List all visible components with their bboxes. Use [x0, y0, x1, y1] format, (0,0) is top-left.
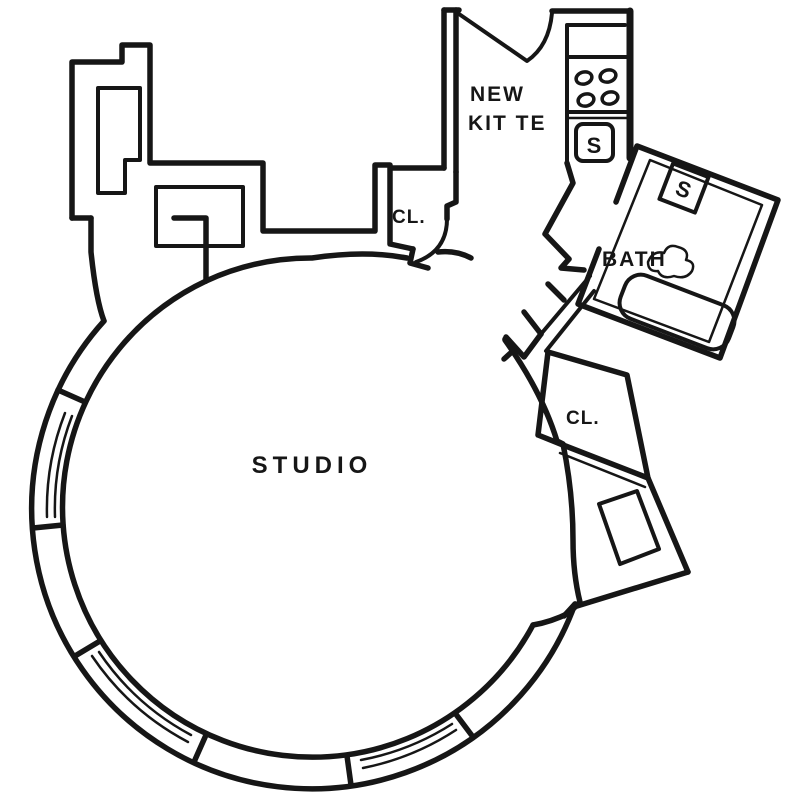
bath-sink-label: S: [672, 175, 695, 204]
wall-segment-divider: [191, 732, 209, 765]
kitchen-counter-outline: [565, 23, 627, 165]
wall-segment-divider: [72, 638, 103, 659]
closet1-label: CL.: [392, 207, 426, 228]
window-arc: [90, 654, 190, 744]
wall-segment-divider: [452, 710, 476, 740]
stove-burner-icon: [600, 90, 620, 106]
entrance-side-rect: [154, 185, 245, 248]
closet1-walls: [387, 165, 447, 252]
kitchen-sink: [574, 122, 615, 163]
bath-sink: [657, 161, 711, 215]
vestibule-wall: [545, 281, 567, 303]
window-arc: [359, 722, 454, 762]
studio-inner-wall-arc: [59, 278, 536, 760]
kitchen-label-line1: NEW: [470, 83, 525, 106]
corridor-wall: [171, 215, 209, 284]
bath-label: BATH: [602, 248, 667, 271]
wall-segment-divider: [55, 387, 88, 405]
closet2-door-jamb: [501, 336, 517, 362]
annex-inner-rect: [597, 489, 661, 566]
wall-segment-divider: [344, 753, 354, 788]
bath-outer-walls: [575, 143, 781, 361]
kitchen-bottom-wall: [542, 160, 576, 262]
kitchen-label-line2: KIT TE: [468, 112, 547, 135]
stove-burner-icon: [574, 70, 594, 86]
window-arc: [97, 650, 193, 737]
annex-bottom-wall: [574, 569, 691, 609]
closet2-bottom-inner-line: [558, 451, 647, 489]
window-arc: [53, 414, 74, 519]
closet1-door-arc: [414, 217, 449, 264]
bath-door-jamb: [558, 256, 587, 273]
closet2-walls: [535, 349, 651, 481]
bath-inner-walls: [592, 158, 764, 344]
vestibule-door-leaf: [539, 274, 592, 336]
entrance-hall-walls: [69, 42, 393, 234]
toilet-icon: [646, 244, 695, 279]
vestibule-door-leaf: [544, 289, 596, 353]
studio-outer-wall-arc: [28, 318, 578, 792]
stove-burner-icon: [576, 92, 596, 108]
vestibule-wall: [521, 309, 544, 337]
kitchen-entry-door-leaf: [457, 11, 554, 63]
closet1-door-jamb: [407, 246, 431, 271]
entrance-door-leaf: [88, 215, 107, 324]
studio-label: STUDIO: [252, 452, 373, 479]
closet1-right-wall: [444, 169, 459, 222]
window-arc: [45, 411, 67, 519]
wall-segment-divider: [30, 522, 66, 531]
annex-right-wall: [645, 475, 691, 575]
bathtub: [617, 272, 737, 352]
stove-burner-icon: [598, 68, 618, 84]
kitchen-sink-label: S: [587, 133, 602, 158]
entrance-closet-rect: [96, 86, 142, 195]
closet2-label: CL.: [566, 408, 600, 429]
window-arc: [361, 728, 458, 770]
studio-inner-wall-top-right: [435, 248, 474, 261]
studio-inner-wall-top: [203, 251, 410, 284]
